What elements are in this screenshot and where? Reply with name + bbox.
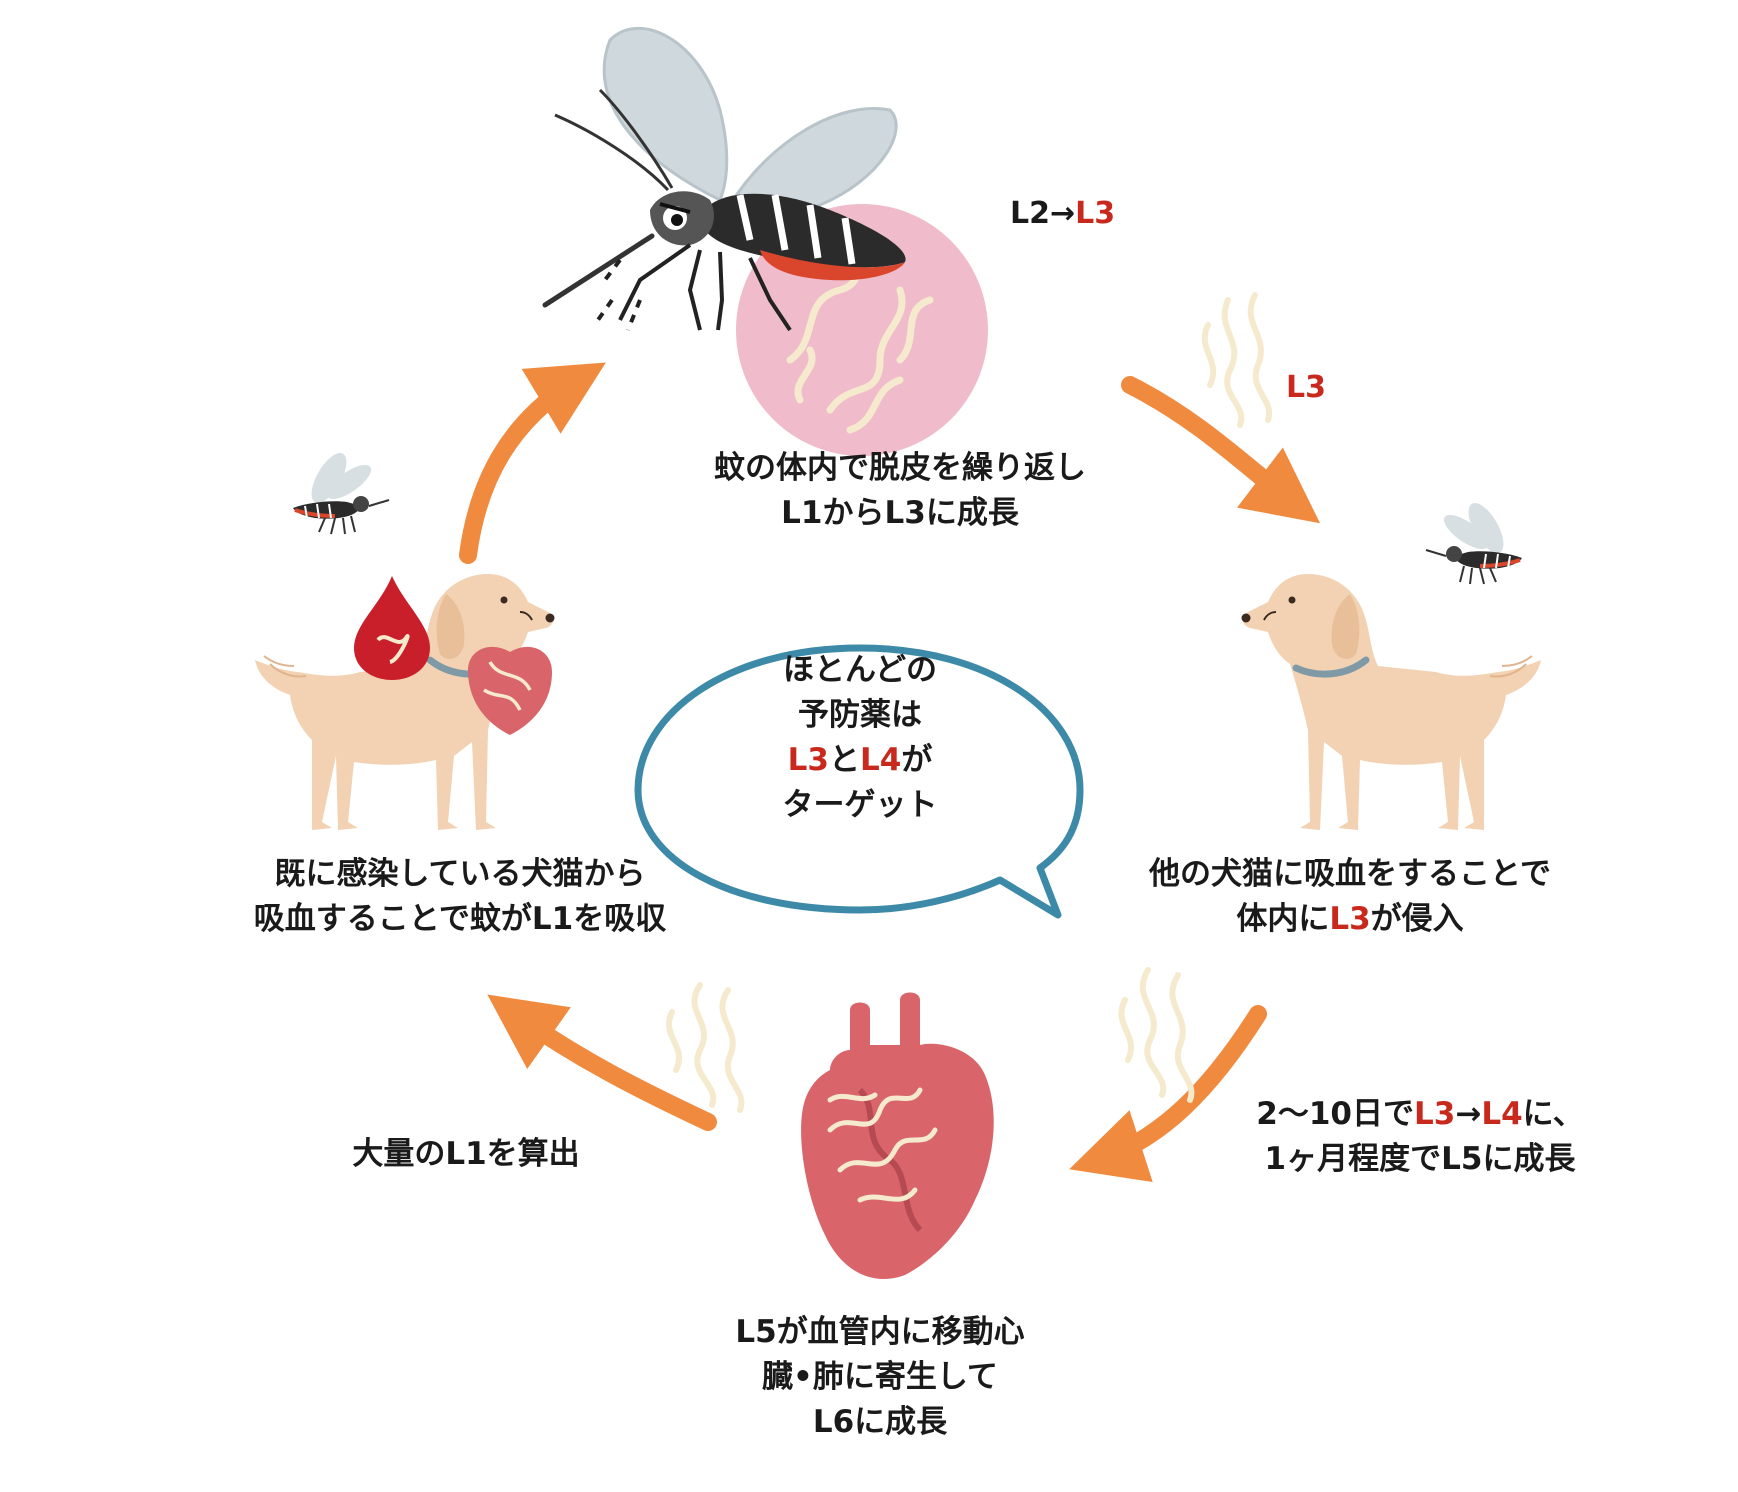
cycle-arrow — [487, 994, 717, 1131]
new-dog-description: 他の犬猫に吸血をすることで 体内にL3が侵入 — [1148, 856, 1552, 937]
larvae-icon — [665, 982, 745, 1113]
cycle-arrow — [1121, 376, 1321, 524]
transfer-stage-label: L3 — [1286, 370, 1326, 405]
cycle-arrow — [1069, 1005, 1267, 1183]
heart-icon — [468, 646, 552, 735]
larvae-icon — [1201, 292, 1273, 428]
cycle-arrow — [459, 362, 606, 564]
mosquito-icon — [1424, 495, 1524, 586]
heart-description: L5が血管内に移動心 臓•肺に寄生して L6に成長 — [735, 1314, 1025, 1440]
larvae-icon — [1118, 967, 1195, 1103]
mosquito-icon — [542, 27, 906, 332]
dog-icon — [1242, 574, 1542, 830]
infected-dog-description: 既に感染している犬猫から 吸血することで蚊がL1を吸収 — [253, 856, 667, 937]
output-description: 大量のL1を算出 — [352, 1136, 580, 1172]
mosquito-description: 蚊の体内で脱皮を繰り返し L1からL3に成長 — [714, 450, 1086, 531]
speech-bubble — [634, 644, 1084, 919]
mosquito-icon — [291, 445, 391, 536]
growth-description: 2〜10日でL3→L4に、 1ヶ月程度でL5に成長 — [1256, 1096, 1584, 1177]
heart-icon — [801, 992, 994, 1280]
bubble-text: ほとんどの 予防薬は L3とL4が ターゲット — [782, 652, 938, 823]
mosquito-stage-label: L2→L3 — [1010, 196, 1116, 231]
blood-drop-icon — [354, 576, 430, 680]
